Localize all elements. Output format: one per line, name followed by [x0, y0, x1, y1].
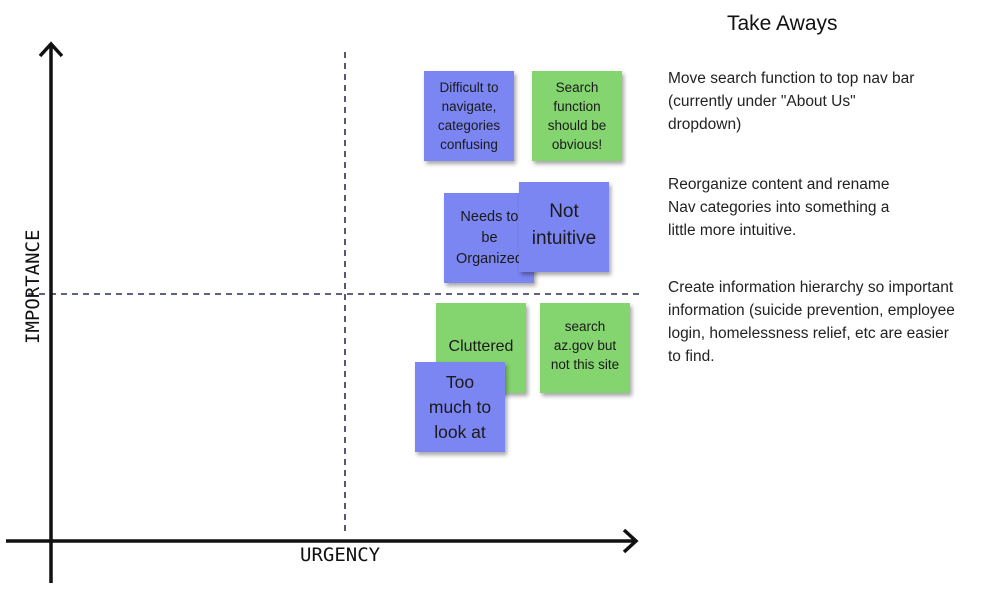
sticky-note-too-much[interactable]: Too much to look at [415, 362, 505, 452]
takeaway-item: Move search function to top nav bar (cur… [668, 70, 915, 133]
sticky-note-text: search az.gov but not this site [550, 319, 620, 372]
sticky-note-search-az[interactable]: search az.gov but not this site [540, 303, 630, 393]
sticky-note-search-obvious[interactable]: Search function should be obvious! [532, 71, 622, 161]
sticky-note-text: Too much to look at [428, 371, 492, 442]
sticky-note-text: Difficult to navigate, categories confus… [437, 80, 501, 152]
sticky-note-text: Cluttered [448, 338, 514, 355]
x-axis-arrowhead [622, 528, 639, 554]
sticky-note-text: Search function should be obvious! [547, 80, 607, 152]
takeaways-title: Take Aways [727, 12, 838, 35]
sticky-note-not-intuitive[interactable]: Not intuitive [519, 182, 609, 272]
takeaway-item: Create information hierarchy so importan… [668, 279, 955, 365]
importance-axis-label: IMPORTANCE [22, 229, 44, 344]
y-axis-arrowhead [38, 41, 64, 58]
urgency-axis-label: URGENCY [300, 544, 381, 566]
takeaway-item: Reorganize content and rename Nav catego… [668, 176, 890, 239]
sticky-note-needs-organized[interactable]: Needs to be Organized [444, 193, 534, 283]
sticky-note-text: Needs to be Organized [456, 208, 523, 267]
sticky-note-difficult[interactable]: Difficult to navigate, categories confus… [424, 71, 514, 161]
sticky-note-text: Not intuitive [531, 201, 597, 249]
